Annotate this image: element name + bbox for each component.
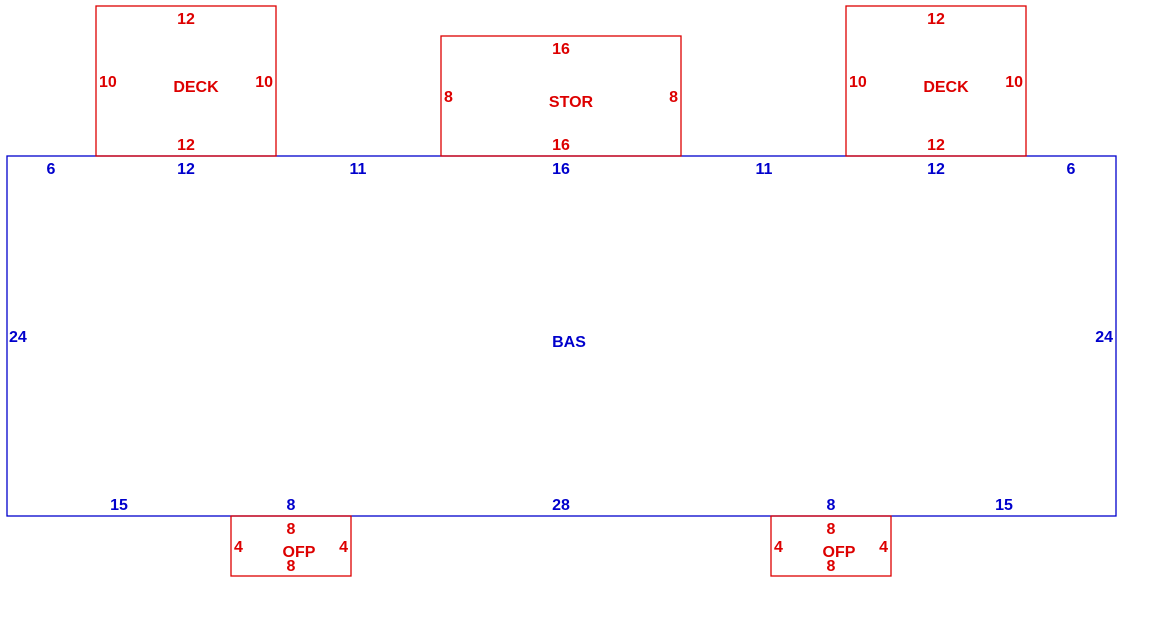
- ofp-right-left-dim: 4: [774, 539, 783, 556]
- deck-right-right-dim: 10: [1005, 74, 1023, 91]
- deck-left-right-dim: 10: [255, 74, 273, 91]
- main-right-dim: 24: [1095, 329, 1113, 346]
- deck-left: DECK 12 12 10 10: [95, 5, 277, 157]
- deck-right-label: DECK: [923, 79, 969, 96]
- ofp-left-label: OFP: [283, 544, 316, 561]
- main-area-label: BAS: [552, 334, 586, 351]
- deck-left-label: DECK: [173, 79, 219, 96]
- main-top-dim: 11: [350, 161, 367, 178]
- main-area-bas: BAS 6 12 11 16 11 12 6 24 24 15 8 28 8 1…: [6, 155, 1117, 517]
- deck-right-outline: [845, 5, 1027, 157]
- ofp-right-bottom-dim: 8: [827, 558, 836, 575]
- main-top-dim: 12: [927, 161, 945, 178]
- main-bottom-dim: 15: [995, 497, 1013, 514]
- main-bottom-dim: 8: [287, 497, 296, 514]
- main-top-dim: 6: [47, 161, 56, 178]
- ofp-left: OFP 8 8 4 4: [230, 515, 352, 577]
- deck-left-left-dim: 10: [99, 74, 117, 91]
- deck-left-top-dim: 12: [177, 11, 195, 28]
- main-bottom-dim: 28: [552, 497, 570, 514]
- deck-right: DECK 12 12 10 10: [845, 5, 1027, 157]
- storage-right-dim: 8: [669, 89, 678, 106]
- ofp-right-top-dim: 8: [827, 521, 836, 538]
- main-left-dim: 24: [9, 329, 27, 346]
- main-top-dim: 12: [177, 161, 195, 178]
- storage-outline: [440, 35, 682, 157]
- main-bottom-dim: 8: [827, 497, 836, 514]
- storage-top-dim: 16: [552, 41, 570, 58]
- ofp-right-right-dim: 4: [879, 539, 888, 556]
- ofp-left-left-dim: 4: [234, 539, 243, 556]
- main-top-dim: 16: [552, 161, 570, 178]
- storage-bottom-dim: 16: [552, 137, 570, 154]
- deck-right-top-dim: 12: [927, 11, 945, 28]
- ofp-right-label: OFP: [823, 544, 856, 561]
- ofp-left-top-dim: 8: [287, 521, 296, 538]
- deck-right-bottom-dim: 12: [927, 137, 945, 154]
- deck-right-left-dim: 10: [849, 74, 867, 91]
- ofp-left-bottom-dim: 8: [287, 558, 296, 575]
- storage-label: STOR: [549, 94, 594, 111]
- storage-left-dim: 8: [444, 89, 453, 106]
- main-bottom-dim: 15: [110, 497, 128, 514]
- deck-left-outline: [95, 5, 277, 157]
- ofp-right: OFP 8 8 4 4: [770, 515, 892, 577]
- deck-left-bottom-dim: 12: [177, 137, 195, 154]
- main-top-dim: 6: [1067, 161, 1076, 178]
- ofp-left-right-dim: 4: [339, 539, 348, 556]
- main-top-dim: 11: [756, 161, 773, 178]
- storage-area: STOR 16 16 8 8: [440, 35, 682, 157]
- ofp-left-outline: [230, 515, 352, 577]
- ofp-right-outline: [770, 515, 892, 577]
